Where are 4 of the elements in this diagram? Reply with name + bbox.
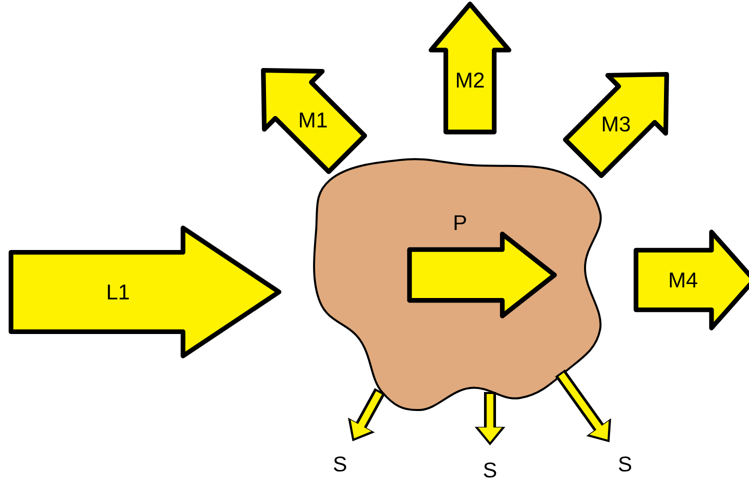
output-label: S <box>334 456 346 472</box>
output-label: S <box>484 462 496 478</box>
block-arrow <box>407 232 557 318</box>
output-label: S <box>618 456 632 472</box>
